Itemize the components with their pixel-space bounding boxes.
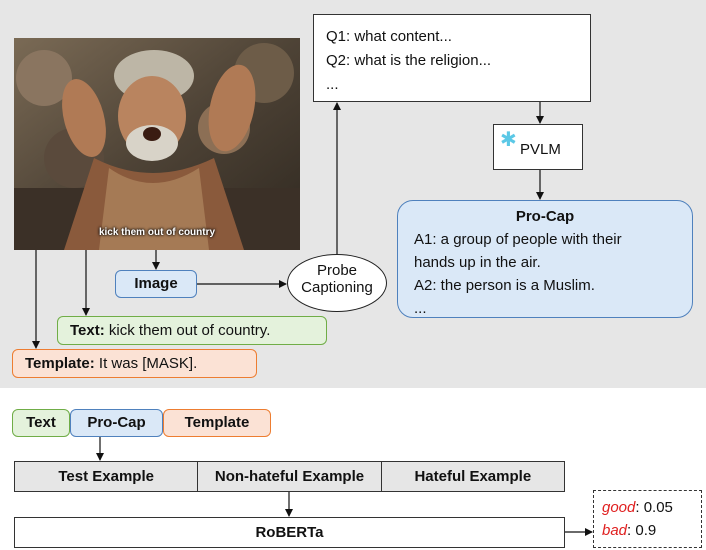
output-bad: bad: 0.9 [602,519,693,542]
example-test: Test Example [15,462,199,491]
probe-captioning-node: Probe Captioning [287,254,387,312]
output-box: good: 0.05 bad: 0.9 [593,490,702,548]
bad-label: bad [602,522,628,539]
bad-value: : 0.9 [627,522,657,539]
snowflake-icon: ✱ [500,129,517,151]
pvlm-box: ✱ PVLM [493,124,583,170]
text-input-label: Text: [70,322,105,339]
meme-photo-illustration [14,38,300,250]
examples-row: Test Example Non-hateful Example Hateful… [14,461,565,492]
text-input-box: Text: kick them out of country. [57,316,327,345]
procap-title: Pro-Cap [515,208,575,225]
template-input-value: It was [MASK]. [98,355,198,372]
example-hateful: Hateful Example [414,468,532,485]
meme-caption: kick them out of country [98,227,216,238]
template-input-label: Template: [25,355,95,372]
probe-line-2: Captioning [301,279,373,296]
good-value: : 0.05 [635,499,673,516]
text-input-value: kick them out of country. [108,322,271,339]
probe-line-1: Probe [316,262,358,279]
template-input-box: Template: It was [MASK]. [12,349,257,378]
procap-panel: Pro-Cap A1: a group of people with their… [397,200,693,318]
chip-procap: Pro-Cap [70,409,163,437]
questions-box: Q1: what content... Q2: what is the reli… [313,14,591,102]
chip-template: Template [163,409,271,437]
question-2: Q2: what is the religion... [326,52,492,69]
meme-image: kick them out of country [14,38,300,250]
procap-line: hands up in the air. [414,254,541,271]
procap-line: A2: the person is a Muslim. [414,277,595,294]
image-label: Image [115,270,197,298]
procap-line: ... [414,300,427,317]
chip-text: Text [12,409,70,437]
pvlm-label: PVLM [520,141,561,158]
example-non-hateful: Non-hateful Example [198,462,382,491]
output-good: good: 0.05 [602,496,693,519]
good-label: good [602,499,636,516]
procap-line: A1: a group of people with their [414,231,622,248]
questions-ellipsis: ... [326,76,339,93]
roberta-box: RoBERTa [14,517,565,548]
question-1: Q1: what content... [326,28,452,45]
